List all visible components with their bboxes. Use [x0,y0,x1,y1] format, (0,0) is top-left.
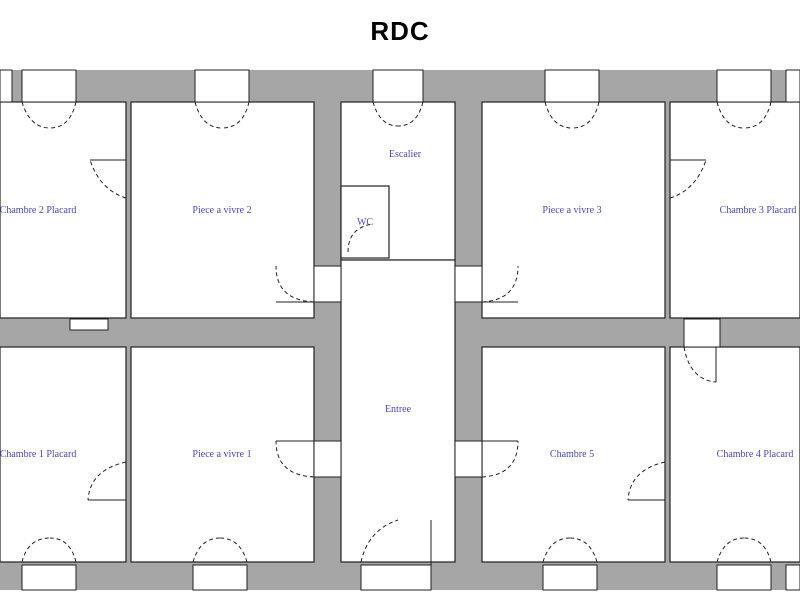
wall-openings [69,265,721,478]
room-chambre-3[interactable] [669,101,800,319]
window-top-6 [716,69,772,103]
room-chambre-4[interactable] [669,346,800,563]
label-chambre-1: Chambre 1 Placard [0,449,76,460]
window-bottom-2 [192,564,248,591]
room-chambre-2[interactable] [0,101,127,319]
room-wc[interactable] [340,185,390,259]
label-piece-a-vivre-3: Piece a vivre 3 [542,205,601,216]
room-chambre-5[interactable] [481,346,666,563]
window-bottom-6 [785,564,800,591]
opening-corridor-lower-right [454,440,483,478]
label-escalier: Escalier [389,149,422,160]
opening-corridor-lower-left [313,440,342,478]
door-swings [21,101,772,590]
window-top-4 [372,69,424,103]
label-chambre-2: Chambre 2 Placard [0,205,76,216]
window-top-5 [544,69,600,103]
label-chambre-5: Chambre 5 [550,449,594,460]
window-top-3 [194,69,250,103]
window-bottom-3 [360,564,432,591]
label-piece-a-vivre-1: Piece a vivre 1 [192,449,251,460]
room-chambre-1[interactable] [0,346,127,563]
opening-corridor-upper-right [454,265,483,303]
label-chambre-4: Chambre 4 Placard [717,449,794,460]
window-bottom-1 [21,564,77,591]
window-top-7 [785,69,800,103]
label-chambre-3: Chambre 3 Placard [720,205,797,216]
window-bottom-5 [716,564,772,591]
window-top-2 [21,69,77,103]
opening-left-mid [69,318,109,331]
label-wc: WC [357,217,373,228]
label-piece-a-vivre-2: Piece a vivre 2 [192,205,251,216]
bottom-windows [21,564,800,591]
window-bottom-4 [542,564,598,591]
top-windows [0,69,800,103]
window-top-1 [0,69,13,103]
label-entree: Entree [385,404,412,415]
floor-title: RDC [370,16,430,46]
opening-corridor-upper-left [313,265,342,303]
room-piece-a-vivre-3[interactable] [481,101,666,319]
room-entree[interactable] [340,259,456,563]
opening-right-mid [683,318,721,348]
